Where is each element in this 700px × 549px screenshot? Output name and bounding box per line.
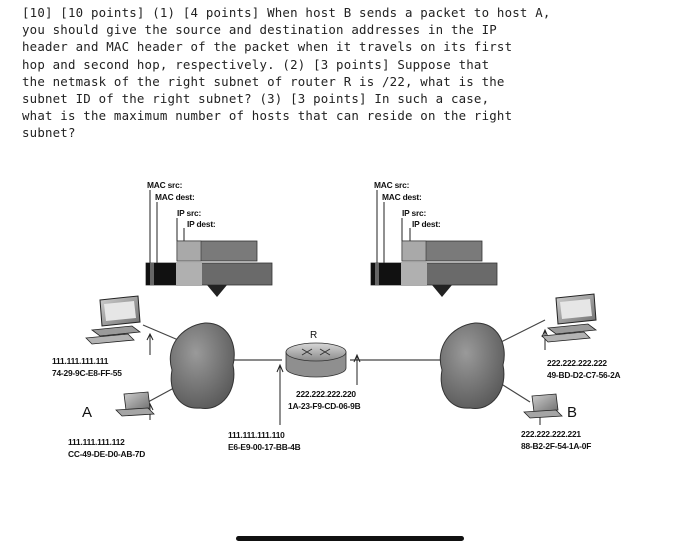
ip-dest-label: IP dest: — [412, 219, 441, 229]
host-mac: 88-B2-2F-54-1A-0F — [521, 441, 591, 451]
host-ip: 222.222.222.222 — [547, 358, 607, 368]
laptop-icon — [524, 394, 562, 418]
host-mac: 74-29-9C-E8-FF-55 — [52, 368, 122, 378]
mac-dest-label: MAC dest: — [382, 192, 422, 202]
laptop-icon — [116, 392, 154, 416]
ip-src-label: IP src: — [177, 208, 201, 218]
frame-right — [371, 190, 497, 297]
router-left-ip: 111.111.111.110 — [228, 430, 285, 440]
router-right-mac: 1A-23-F9-CD-06-9B — [288, 401, 360, 411]
desktop-computer-icon — [542, 294, 596, 342]
home-indicator[interactable] — [236, 536, 464, 541]
right-subnet-cloud — [440, 323, 504, 409]
mac-src-label: MAC src: — [147, 180, 182, 190]
ip-src-label: IP src: — [402, 208, 426, 218]
router-icon — [286, 343, 346, 377]
frame-left — [146, 190, 272, 297]
host-a-name: A — [82, 404, 92, 421]
mac-src-label: MAC src: — [374, 180, 409, 190]
host-ip: 111.111.111.112 — [68, 437, 125, 447]
router-left-mac: E6-E9-00-17-BB-4B — [228, 442, 300, 452]
router-name: R — [310, 330, 317, 341]
host-mac: 49-BD-D2-C7-56-2A — [547, 370, 620, 380]
router-right-ip: 222.222.222.220 — [296, 389, 356, 399]
desktop-computer-icon — [86, 296, 140, 344]
host-b-name: B — [567, 404, 577, 421]
left-subnet-cloud — [170, 323, 234, 409]
host-ip: 222.222.222.221 — [521, 429, 581, 439]
host-ip: 111.111.111.111 — [52, 356, 108, 366]
mac-dest-label: MAC dest: — [155, 192, 195, 202]
host-mac: CC-49-DE-D0-AB-7D — [68, 449, 145, 459]
ip-dest-label: IP dest: — [187, 219, 216, 229]
